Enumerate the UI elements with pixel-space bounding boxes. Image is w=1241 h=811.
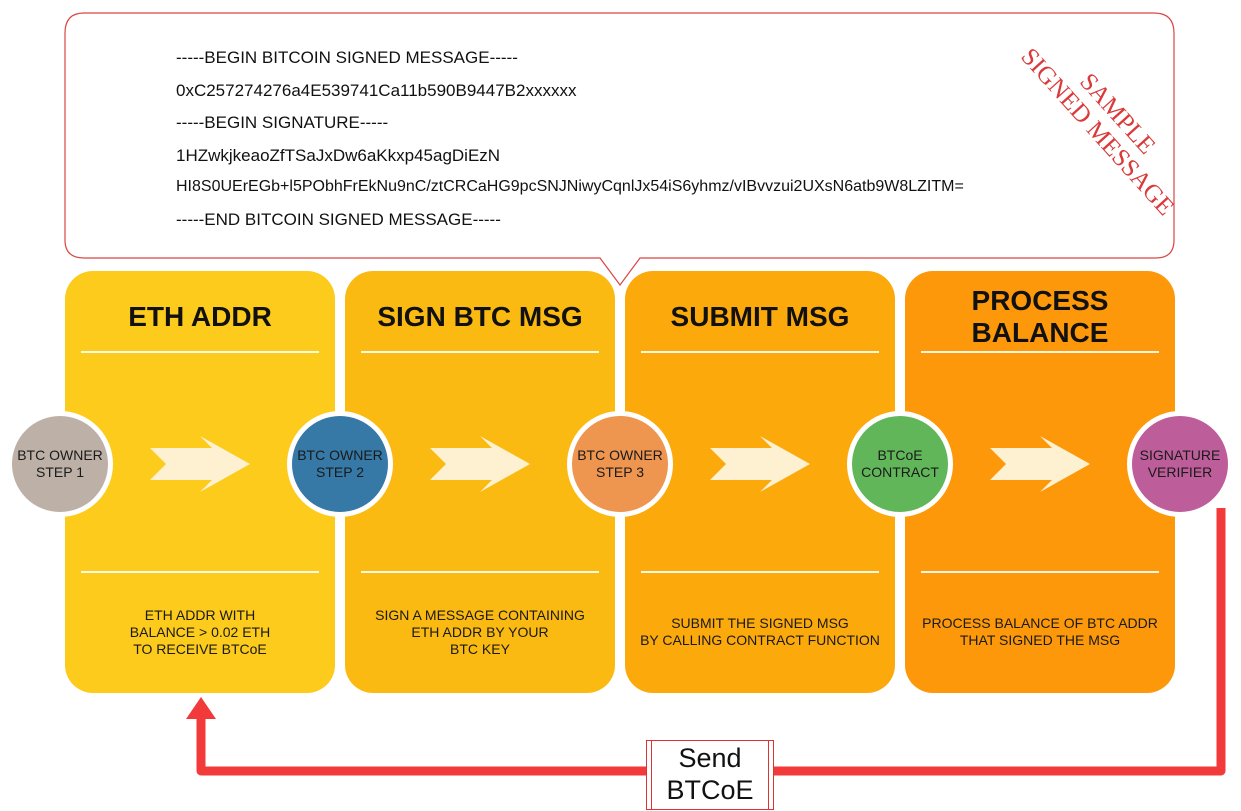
panel-desc-line-2: ETH ADDR BY YOUR (411, 624, 549, 640)
panel-divider-bottom (921, 571, 1159, 573)
actor-label-line-2: STEP 2 (316, 464, 364, 480)
panel-title: SIGN BTC MSG (377, 301, 583, 332)
feedback-arrow-head (186, 697, 216, 719)
actor-label-line-2: STEP 3 (596, 464, 644, 480)
panel-desc-line-1: PROCESS BALANCE OF BTC ADDR (922, 615, 1158, 631)
send-btcoe-label: Send BTCoE (646, 740, 774, 810)
msg-signature: HI8S0UErEGb+l5PObhFrEkNu9nC/ztCRCaHG9pcS… (176, 178, 964, 195)
actor-label-line-2: STEP 1 (36, 464, 84, 480)
panel-desc-line-1: SIGN A MESSAGE CONTAINING (375, 607, 585, 623)
send-label-line-1: Send (678, 743, 742, 773)
panel-divider-bottom (81, 571, 319, 573)
actor-label-line-1: SIGNATURE (1139, 447, 1221, 463)
flow-arrow-icon (990, 436, 1090, 492)
actor-label-line-1: BTC OWNER (297, 447, 383, 463)
panel-desc-line-2: BY CALLING CONTRACT FUNCTION (640, 632, 880, 648)
panel-eth-addr: ETH ADDR ETH ADDR WITH BALANCE > 0.02 ET… (65, 271, 335, 693)
panel-desc-line-1: ETH ADDR WITH (144, 607, 256, 623)
panel-divider-top (641, 351, 879, 353)
actor-label-line-1: BTC OWNER (17, 447, 103, 463)
panel-title-line-2: BALANCE (971, 317, 1109, 348)
panel-desc-line-2: THAT SIGNED THE MSG (959, 632, 1121, 648)
signed-message-callout (64, 12, 1175, 287)
panel-title: ETH ADDR (128, 301, 272, 332)
msg-btc-address: 1HZwkjkeaoZfTSaJxDw6aKkxp45agDiEzN (176, 146, 501, 165)
panel-desc-line-3: BTC KEY (450, 641, 510, 657)
panel-divider-top (921, 351, 1159, 353)
panel-submit-msg: SUBMIT MSG SUBMIT THE SIGNED MSG BY CALL… (625, 271, 895, 693)
panel-divider-top (361, 351, 599, 353)
flow-arrow-icon (710, 436, 810, 492)
msg-begin-signature: -----BEGIN SIGNATURE----- (176, 113, 389, 132)
actor-label-line-1: BTC OWNER (577, 447, 663, 463)
panel-title: SUBMIT MSG (670, 301, 850, 332)
msg-eth-address: 0xC257274276a4E539741Ca11b590B9447B2xxxx… (176, 81, 577, 100)
msg-begin-header: -----BEGIN BITCOIN SIGNED MESSAGE----- (176, 48, 518, 67)
msg-end-header: -----END BITCOIN SIGNED MESSAGE----- (176, 210, 501, 229)
actor-label-line-1: BTCoE (877, 447, 923, 463)
send-label-line-2: BTCoE (666, 775, 754, 805)
panel-divider-bottom (361, 571, 599, 573)
panel-desc-line-3: TO RECEIVE BTCoE (133, 641, 267, 657)
flow-arrow-icon (430, 436, 530, 492)
panel-divider-bottom (641, 571, 879, 573)
panel-desc-line-2: BALANCE > 0.02 ETH (129, 624, 271, 640)
panel-title-line-1: PROCESS (971, 285, 1109, 316)
flow-arrow-icon (150, 436, 250, 492)
actor-label-line-2: CONTRACT (861, 464, 939, 480)
actor-label-line-2: VERIFIER (1147, 464, 1213, 480)
panel-desc-line-1: SUBMIT THE SIGNED MSG (671, 615, 849, 631)
panel-divider-top (81, 351, 319, 353)
